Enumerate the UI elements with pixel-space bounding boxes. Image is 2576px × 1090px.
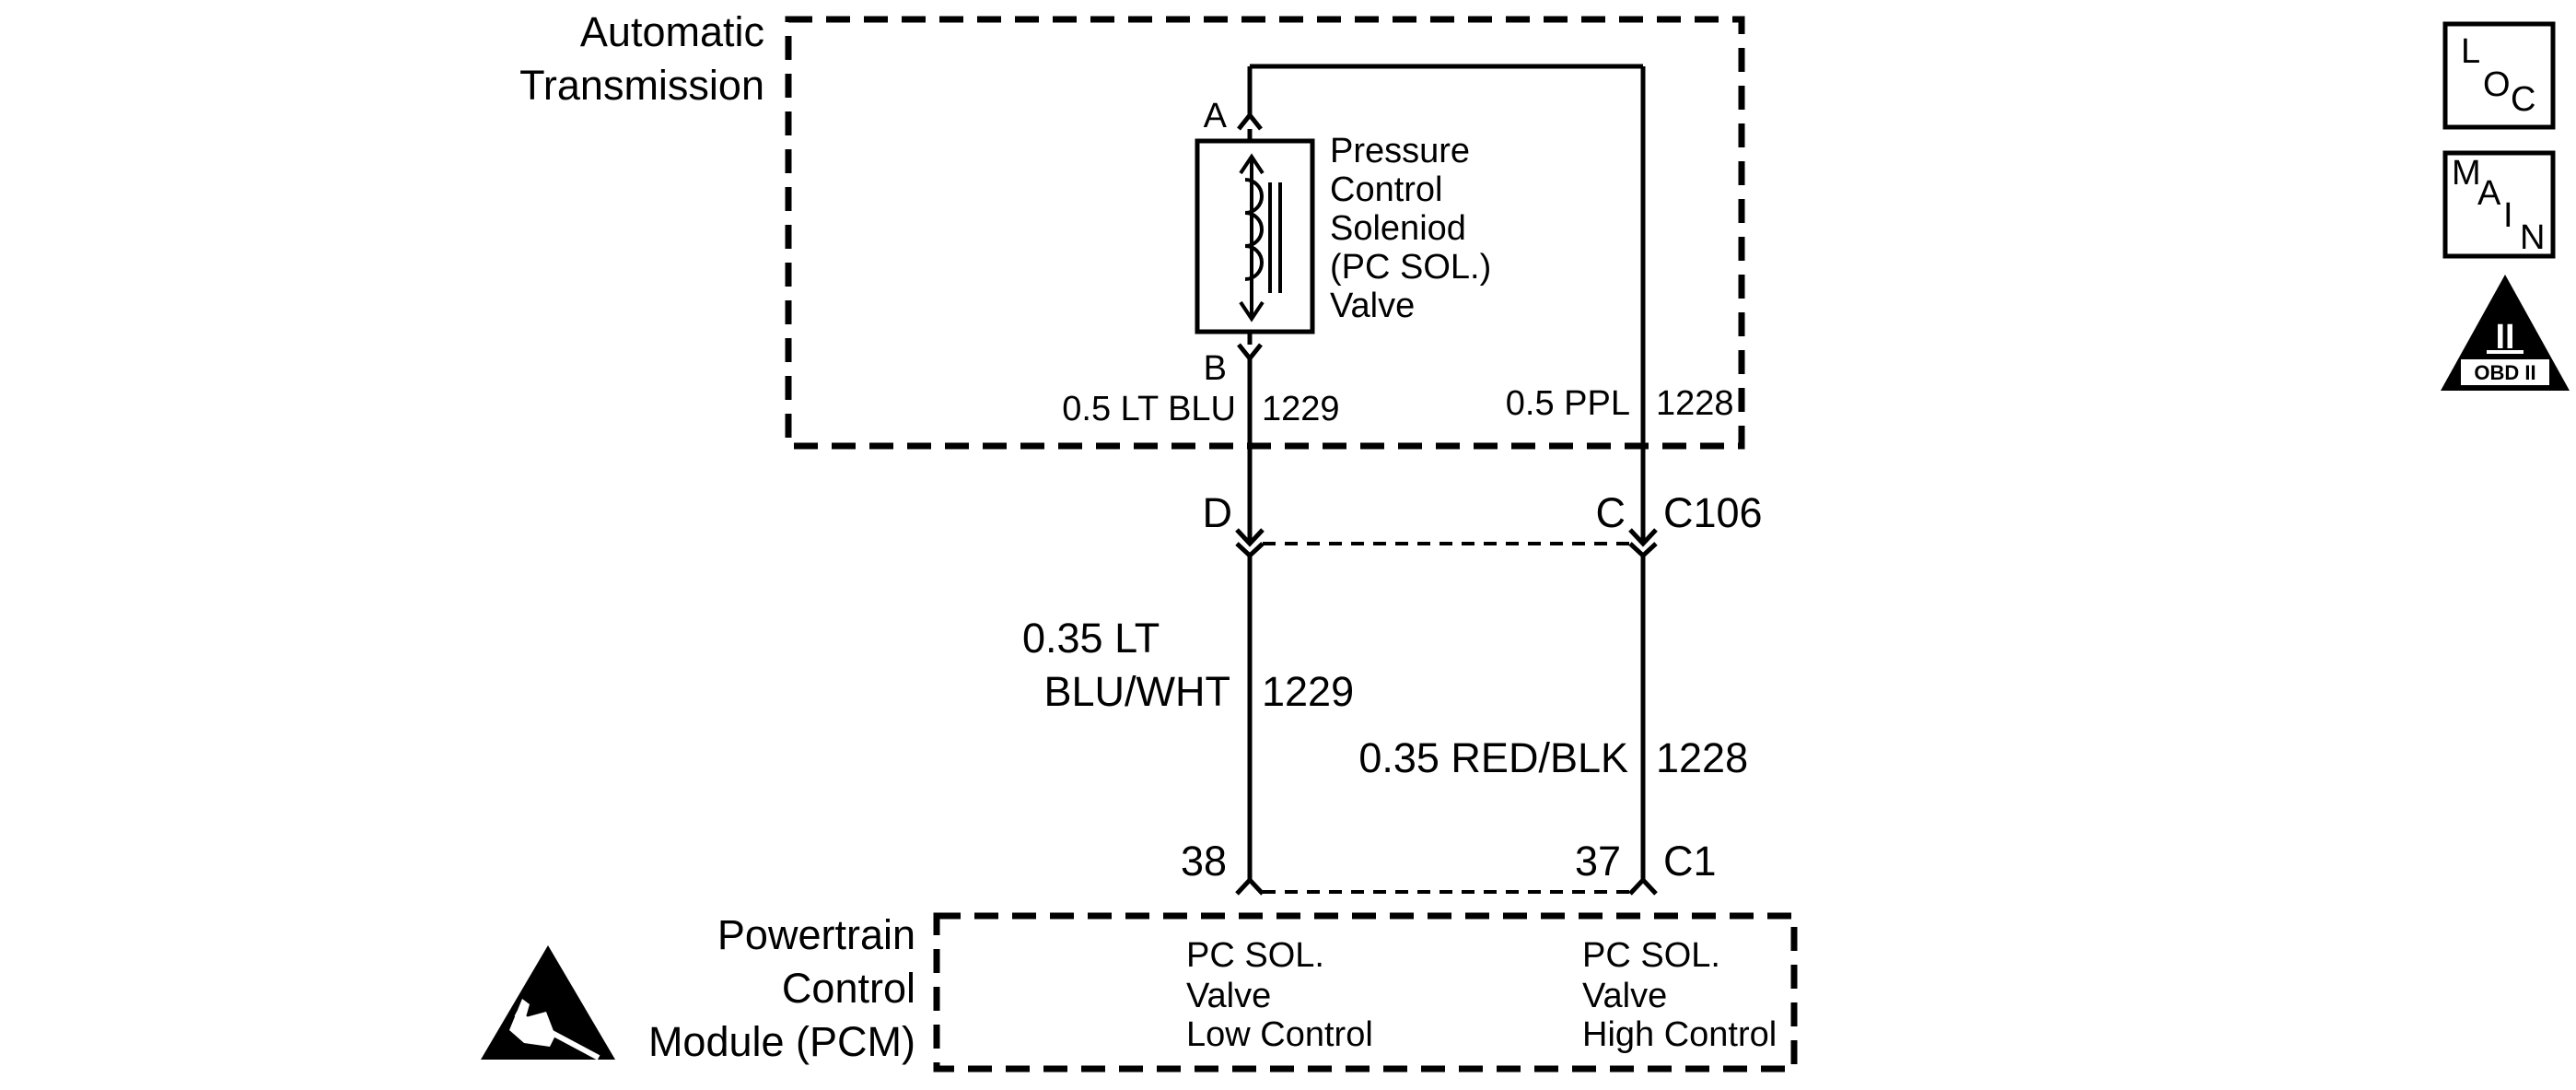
wire-inner-left-circuit: 1229 [1262,390,1340,428]
wire-outer-right-label: 0.35 RED/BLK [1358,734,1628,781]
wire-outer-left-label-line1: 0.35 LT [1022,615,1160,662]
main-badge: M A I N [2442,150,2556,259]
obd-ii-text: OBD II [2474,361,2535,384]
pin-a-terminal [1237,111,1263,131]
esd-warning-icon [481,945,615,1061]
solenoid-coil [1244,178,1264,281]
c1-pin-38: 38 [1181,838,1227,885]
svg-text:Valve: Valve [1330,287,1415,325]
svg-text:High Control: High Control [1582,1015,1777,1054]
svg-text:Low Control: Low Control [1186,1015,1373,1054]
pin-b-label: B [1204,349,1227,388]
svg-text:Pressure: Pressure [1330,132,1470,170]
svg-text:L: L [2461,32,2480,71]
svg-text:M: M [2452,154,2481,193]
connector-c106 [1235,511,1658,559]
svg-text:Valve: Valve [1582,977,1667,1015]
pcm-low-control-terminal: PC SOL. Valve Low Control [1186,936,1373,1054]
svg-text:A: A [2477,174,2501,213]
wire-outer-left-circuit: 1229 [1262,668,1354,715]
pressure-control-solenoid-symbol [1195,138,1315,334]
pin-a-label: A [1204,97,1228,135]
svg-text:Soleniod: Soleniod [1330,209,1466,248]
svg-text:PC SOL.: PC SOL. [1186,936,1324,975]
transmission-dashed-box [785,16,1745,450]
svg-text:PC SOL.: PC SOL. [1582,936,1720,975]
c106-pin-d: D [1203,489,1233,536]
wire-outer-left-label-line2: BLU/WHT [1044,668,1231,715]
connector-c1 [1235,876,1658,896]
solenoid-body [1195,138,1315,334]
c1-name: C1 [1663,838,1717,885]
loc-badge: L O C [2442,21,2556,130]
svg-text:Valve: Valve [1186,977,1271,1015]
svg-text:N: N [2520,218,2545,257]
wire-inner-right-circuit: 1228 [1656,384,1734,423]
obd-ii-numeral: II [2495,318,2514,357]
transmission-label-line2: Transmission [519,62,764,109]
c106-name: C106 [1663,489,1763,536]
wire-inner-right-label: 0.5 PPL [1506,384,1630,423]
pin-b-terminal [1237,343,1263,363]
obd-ii-icon: II OBD II [2441,275,2570,391]
wire-inner-left-label: 0.5 LT BLU [1062,390,1236,428]
svg-text:I: I [2503,196,2513,235]
pcm-high-control-terminal: PC SOL. Valve High Control [1582,936,1777,1054]
c106-pin-c: C [1596,489,1626,536]
pcm-dashed-box [933,912,1798,1072]
solenoid-label: Pressure Control Soleniod (PC SOL.) Valv… [1330,132,1491,325]
svg-text:Control: Control [1330,170,1443,209]
svg-text:(PC SOL.): (PC SOL.) [1330,248,1491,287]
svg-text:O: O [2483,65,2511,104]
svg-text:C: C [2511,80,2535,119]
pcm-label-line1: Powertrain [717,911,915,958]
c1-pin-37: 37 [1575,838,1621,885]
wire-outer-right-circuit: 1228 [1656,734,1748,781]
transmission-label-line1: Automatic [580,8,764,55]
pcm-label-line3: Module (PCM) [648,1018,915,1065]
pcm-label-line2: Control [782,965,915,1012]
